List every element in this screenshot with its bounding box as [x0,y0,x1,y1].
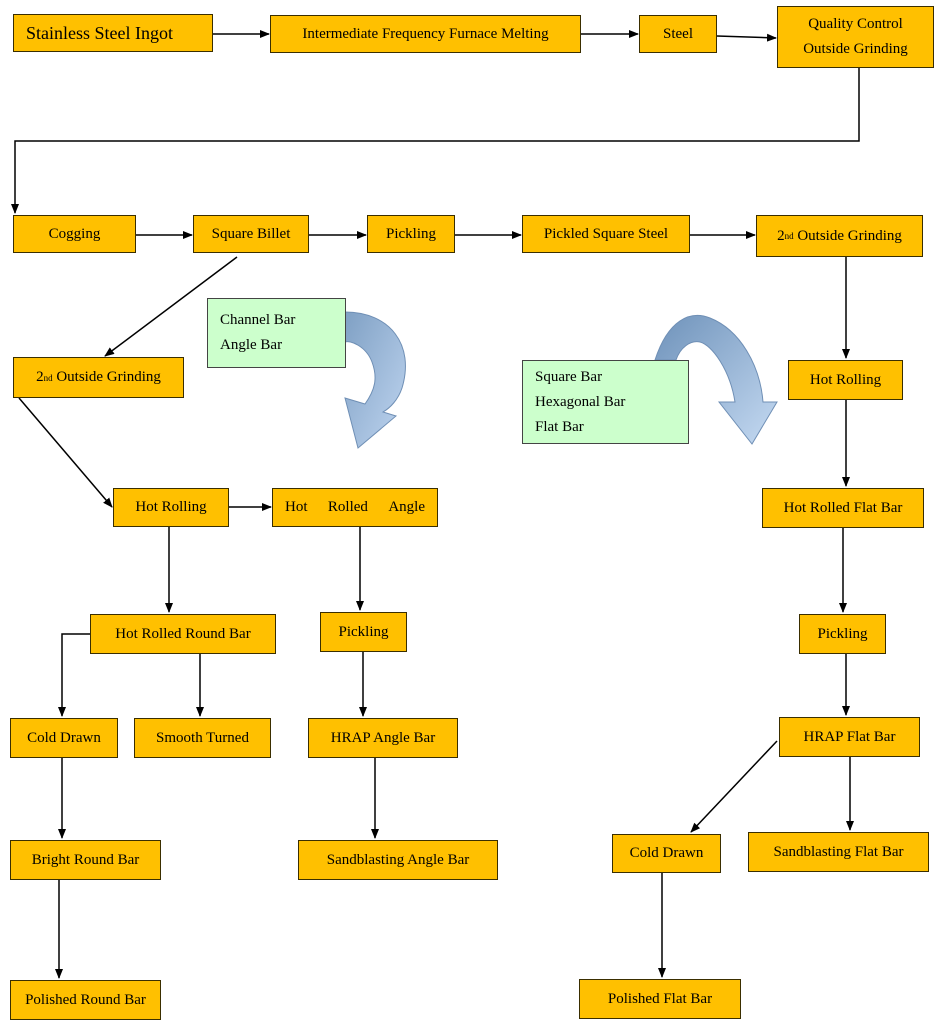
note-square-hexagonal-flat-bar: Square Bar Hexagonal Bar Flat Bar [522,360,689,444]
hot-rolled-angle-word-1: Hot [285,499,308,515]
hot-rolled-angle-word-3: Angle [388,499,425,515]
arrow-grinding-to-hot-rolling-left [18,397,113,508]
note-left-line-2: Angle Bar [220,337,283,353]
grinding-right-prefix: 2 [777,227,785,244]
node-bright-round-bar: Bright Round Bar [10,840,161,880]
node-sandblasting-angle-bar: Sandblasting Angle Bar [298,840,498,880]
curved-arrow-right-icon [654,314,778,445]
node-steel: Steel [639,15,717,53]
note-right-line-1: Square Bar [535,368,603,385]
node-hot-rolled-angle: Hot Rolled Angle [272,488,438,527]
node-hot-rolled-flat-bar: Hot Rolled Flat Bar [762,488,924,528]
grinding-right-rest: Outside Grinding [793,227,902,244]
node-polished-flat-bar: Polished Flat Bar [579,979,741,1019]
qc-line-1: Quality Control [808,16,903,32]
node-pickling-middle: Pickling [320,612,407,652]
note-channel-angle-bar: Channel Bar Angle Bar [207,298,346,368]
grinding-left-prefix: 2 [36,369,44,385]
note-left-line-1: Channel Bar [220,312,296,328]
node-pickled-square-steel: Pickled Square Steel [522,215,690,253]
node-cold-drawn-left: Cold Drawn [10,718,118,758]
curved-arrow-left-icon [344,311,406,449]
arrow-steel-to-qc [716,33,777,42]
node-pickling-top: Pickling [367,215,455,253]
qc-line-2: Outside Grinding [803,41,908,57]
node-sandblasting-flat-bar: Sandblasting Flat Bar [748,832,929,872]
node-hrap-angle-bar: HRAP Angle Bar [308,718,458,758]
node-pickling-right: Pickling [799,614,886,654]
arrow-round-to-cold-drawn [58,633,90,717]
node-cold-drawn-right: Cold Drawn [612,834,721,873]
note-right-line-3: Flat Bar [535,418,584,435]
node-hrap-flat-bar: HRAP Flat Bar [779,717,920,757]
node-hot-rolling-left: Hot Rolling [113,488,229,527]
arrow-billet-to-grinding-left [104,256,238,357]
node-cogging: Cogging [13,215,136,253]
arrow-hrap-flat-to-cold-drawn [690,740,778,833]
node-quality-control-outside-grinding: Quality Control Outside Grinding [777,6,934,68]
node-stainless-steel-ingot: Stainless Steel Ingot [13,14,213,52]
node-hot-rolling-right: Hot Rolling [788,360,903,400]
arrow-qc-to-cogging [11,68,860,214]
node-square-billet: Square Billet [193,215,309,253]
node-intermediate-frequency-furnace-melting: Intermediate Frequency Furnace Melting [270,15,581,53]
node-smooth-turned: Smooth Turned [134,718,271,758]
grinding-left-rest: Outside Grinding [52,369,161,385]
hot-rolled-angle-word-2: Rolled [327,499,368,515]
node-polished-round-bar: Polished Round Bar [10,980,161,1020]
note-right-line-2: Hexagonal Bar [535,393,626,410]
node-hot-rolled-round-bar: Hot Rolled Round Bar [90,614,276,654]
